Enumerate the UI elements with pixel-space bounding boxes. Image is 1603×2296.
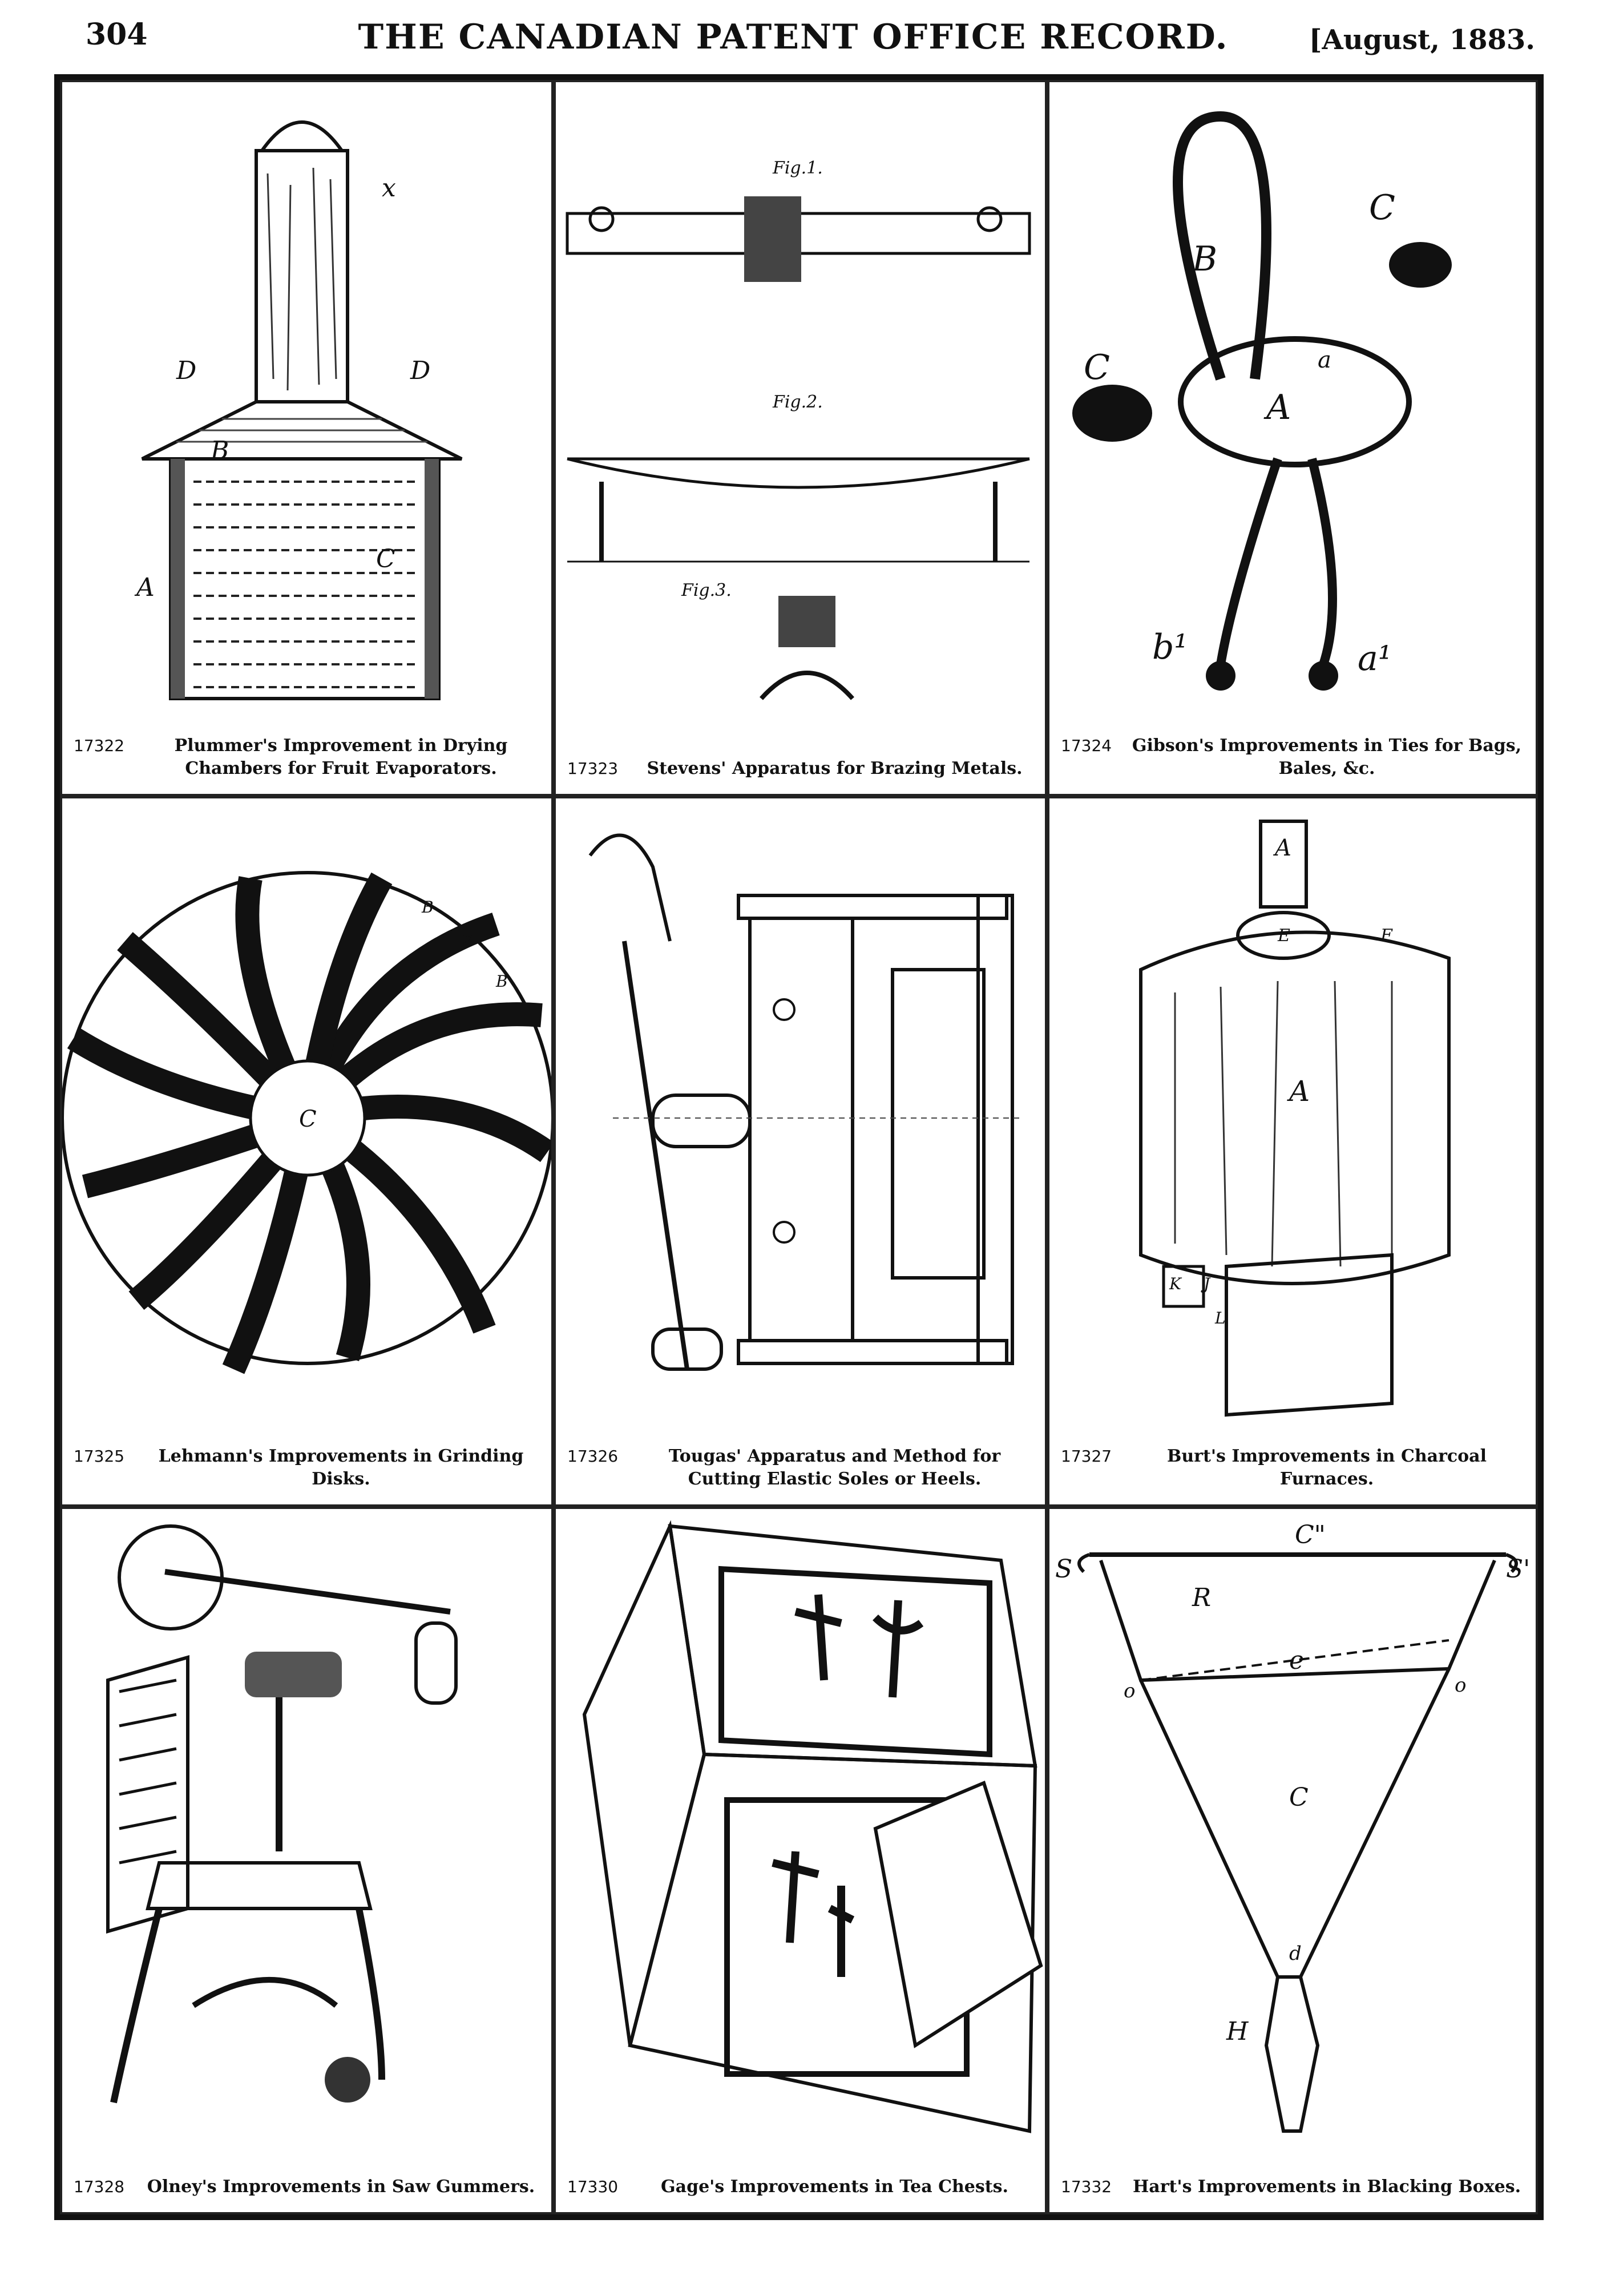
figure-plate: x D D B C A 17322 Plummer's Improvement … [54,74,1544,2220]
figure-cell-17324: B C C A a b¹ a¹ 17324 Gibson's Improveme… [1047,80,1538,796]
patent-number: 17332 [1061,2177,1112,2196]
label-c: C [299,1106,317,1132]
issue-date: [August, 1883. [1309,24,1535,56]
label-d: d [1289,1942,1302,1965]
figure-cell-17322: x D D B C A 17322 Plummer's Improvement … [60,80,554,796]
figure-caption: 17328 Olney's Improvements in Saw Gummer… [74,2176,540,2198]
patent-number: 17327 [1061,1447,1112,1466]
figure-caption: 17325 Lehmann's Improvements in Grinding… [74,1445,540,1491]
figure-cell-17328: 17328 Olney's Improvements in Saw Gummer… [60,1507,554,2214]
caption-text: Gage's Improvements in Tea Chests. [661,2177,1008,2197]
label-b-2: B [461,932,474,951]
caption-text: Lehmann's Improvements in Grinding Disks… [158,1446,524,1489]
label-e: e [1289,1646,1304,1675]
label-c-double-prime: C" [1295,1520,1326,1550]
figure-cell-17325: C B B B 17325 Lehmann's Improvements in … [60,796,554,1507]
label-a: A [134,573,155,602]
patent-number: 17325 [74,1447,125,1466]
caption-text: Hart's Improvements in Blacking Boxes. [1132,2177,1521,2197]
caption-text: Olney's Improvements in Saw Gummers. [147,2177,535,2197]
figure-cell-17326: 17326 Tougas' Apparatus and Method for C… [554,796,1047,1507]
label-a-body: A [1287,1075,1310,1108]
figure-cell-17327: A E F A K J L 17327 Burt's Improvements … [1047,796,1538,1507]
brazing-apparatus-drawing: Fig.1. Fig.2. Fig.3. [566,158,1031,700]
label-b: B [1192,239,1217,279]
figure-caption: 17330 Gage's Improvements in Tea Chests. [567,2176,1033,2198]
patent-number: 17322 [74,736,125,755]
cutting-apparatus-drawing [588,833,1024,1371]
bag-tie-drawing: B C C A a b¹ a¹ [1072,111,1452,691]
figure-caption: 17326 Tougas' Apparatus and Method for C… [567,1445,1033,1491]
label-s-prime: S' [1506,1555,1530,1584]
label-c: C [376,544,395,574]
patent-number: 17324 [1061,736,1112,755]
grinding-disk-drawing: C B B B [62,871,551,1374]
figure-caption: 17324 Gibson's Improvements in Ties for … [1061,735,1524,780]
caption-text: Stevens' Apparatus for Brazing Metals. [647,758,1023,778]
label-f: F [1380,926,1393,946]
label-k: K [1169,1274,1182,1293]
label-b-3: B [495,972,508,991]
figure-caption: 17322 Plummer's Improvement in Drying Ch… [74,735,540,780]
label-a-top: A [1273,835,1291,861]
label-fig3: Fig.3. [681,580,732,600]
figure-cell-17323: Fig.1. Fig.2. Fig.3. 17323 Stevens' Appa… [554,80,1047,796]
figure-cell-17332: C" S S' R e o o C d H 17332 Hart's Impro… [1047,1507,1538,2214]
label-c-right: C [1369,188,1395,228]
label-c: C [1289,1783,1309,1812]
label-x: x [382,173,396,203]
charcoal-furnace-drawing: A E F A K J L [1139,820,1451,1417]
caption-text: Burt's Improvements in Charcoal Furnaces… [1167,1446,1487,1489]
figure-caption: 17323 Stevens' Apparatus for Brazing Met… [567,757,1033,780]
saw-gummer-drawing [106,1524,458,2104]
label-e: E [1277,926,1290,946]
label-c-left: C [1084,348,1110,388]
label-r: R [1192,1583,1211,1612]
label-b-1: B [421,898,434,917]
label-d-left: D [176,356,196,385]
patent-number: 17328 [74,2177,125,2196]
caption-text: Tougas' Apparatus and Method for Cutting… [668,1446,1001,1489]
page-number: 304 [86,17,148,52]
label-s: S [1055,1555,1072,1584]
patent-number: 17326 [567,1447,619,1466]
caption-text: Gibson's Improvements in Ties for Bags, … [1132,736,1522,778]
label-a-upper: A [1263,388,1291,427]
tea-chest-drawing [582,1520,1043,2133]
label-h: H [1226,2017,1249,2046]
label-a1: a¹ [1358,639,1392,679]
figure-cell-17330: 17330 Gage's Improvements in Tea Chests. [554,1507,1047,2214]
publication-title: THE CANADIAN PATENT OFFICE RECORD. [358,17,1229,57]
blacking-box-drawing: C" S S' R e o o C d H [1055,1520,1530,2133]
label-l: L [1214,1309,1226,1327]
label-a-lower: a [1318,347,1331,373]
figure-caption: 17332 Hart's Improvements in Blacking Bo… [1061,2176,1524,2198]
drying-chamber-drawing: x D D B C A [134,120,463,700]
caption-text: Plummer's Improvement in Drying Chambers… [174,736,508,778]
patent-number: 17330 [567,2177,619,2196]
label-d-right: D [410,356,430,385]
label-b: B [210,436,229,465]
label-fig2: Fig.2. [772,392,823,412]
label-b1: b¹ [1152,627,1188,667]
label-j: J [1201,1274,1211,1293]
page-header: 304 THE CANADIAN PATENT OFFICE RECORD. [… [51,17,1535,68]
patent-number: 17323 [567,759,619,778]
label-fig1: Fig.1. [772,158,823,178]
figure-caption: 17327 Burt's Improvements in Charcoal Fu… [1061,1445,1524,1491]
label-o-left: o [1124,1680,1135,1702]
label-o-right: o [1455,1674,1466,1697]
